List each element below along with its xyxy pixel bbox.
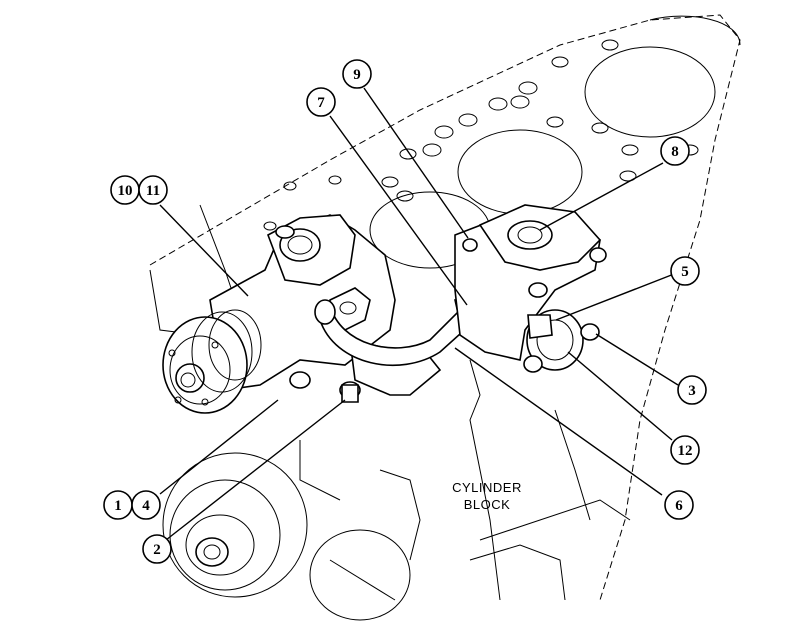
callout-10: 10 [110, 175, 140, 205]
callout-2-number: 2 [153, 542, 161, 558]
water-pump [162, 214, 442, 414]
cylinder-label-line1: CYLINDER [452, 480, 522, 495]
callout-9: 9 [342, 59, 372, 89]
callout-5-number: 5 [681, 264, 689, 280]
callout-5: 5 [670, 256, 700, 286]
callout-8-number: 8 [671, 144, 679, 160]
callout-7-number: 7 [317, 95, 325, 111]
callout-8: 8 [660, 136, 690, 166]
callout-1: 1 [103, 490, 133, 520]
callout-4: 4 [131, 490, 161, 520]
callout-10-number: 10 [118, 183, 133, 199]
cylinder-label-line2: BLOCK [464, 497, 511, 512]
callout-11-number: 11 [146, 183, 160, 199]
callout-3-number: 3 [688, 383, 696, 399]
callout-1-number: 1 [114, 498, 122, 514]
leader-lines [159, 87, 679, 541]
callout-3: 3 [677, 375, 707, 405]
callout-6: 6 [664, 490, 694, 520]
callout-6-number: 6 [675, 498, 683, 514]
callout-11: 11 [138, 175, 168, 205]
callout-12: 12 [670, 435, 700, 465]
callout-12-number: 12 [678, 443, 693, 459]
thermostat-housing [454, 204, 607, 373]
callout-4-number: 4 [142, 498, 150, 514]
callout-2: 2 [142, 534, 172, 564]
callout-7: 7 [306, 87, 336, 117]
callout-9-number: 9 [353, 67, 361, 83]
